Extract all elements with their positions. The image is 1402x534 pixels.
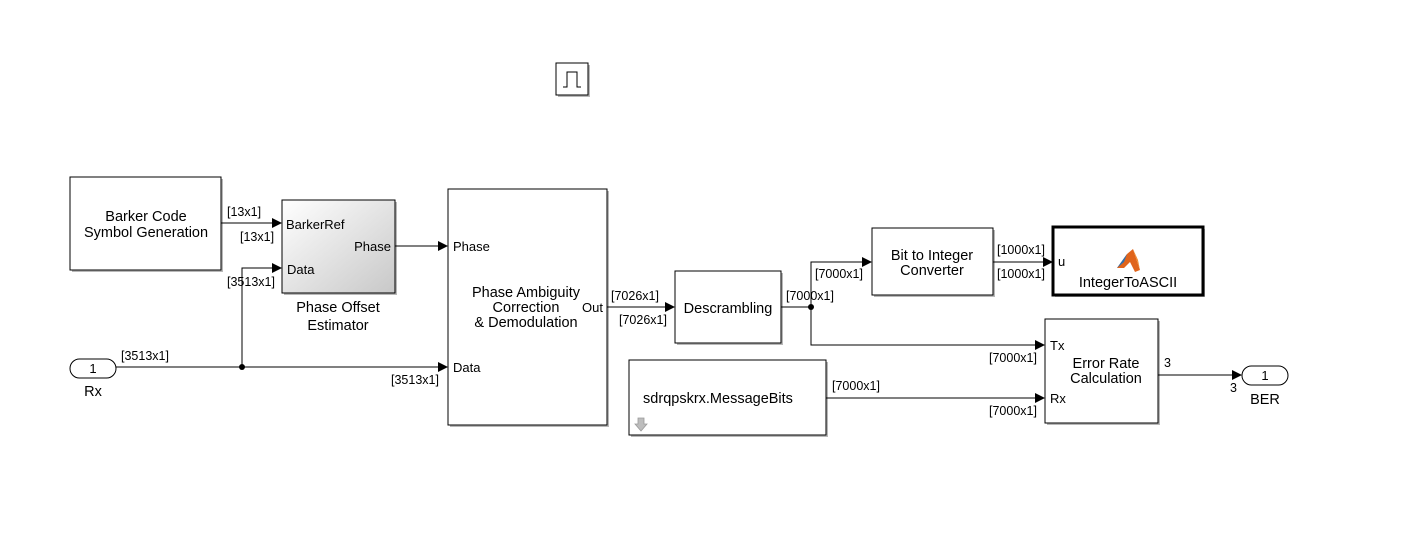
port-out: Out — [582, 300, 603, 315]
dim-err-rx: [7000x1] — [989, 404, 1037, 418]
ascii-title: IntegerToASCII — [1079, 275, 1177, 291]
phase-ambiguity-block[interactable]: Phase Data Out Phase Ambiguity Correctio… — [447, 188, 609, 427]
outport-ber-name: BER — [1250, 392, 1280, 408]
matlab-logo-icon — [1117, 249, 1140, 272]
dim-barker-out: [13x1] — [227, 205, 261, 219]
wire-to-err-tx[interactable] — [810, 307, 1045, 350]
signal-dimension-labels: [13x1] [13x1] [3513x1] [3513x1] [3513x1]… — [121, 205, 1045, 418]
pulse-icon — [563, 71, 581, 88]
barker-title-line2: Symbol Generation — [84, 225, 208, 241]
dim-ascii-in: [1000x1] — [997, 267, 1045, 281]
ambiguity-title-line1: Phase Ambiguity — [472, 285, 581, 301]
dim-rx-to-ambiguity: [3513x1] — [391, 373, 439, 387]
port-phase: Phase — [354, 239, 391, 254]
integer-to-ascii-block[interactable]: u IntegerToASCII — [1051, 225, 1205, 297]
outport-ber-number: 1 — [1261, 368, 1268, 383]
barker-title-line1: Barker Code — [105, 209, 186, 225]
descrambling-title: Descrambling — [684, 301, 773, 317]
inport-rx-number: 1 — [89, 361, 96, 376]
down-arrow-icon — [634, 417, 648, 432]
b2i-title-line2: Converter — [900, 263, 964, 279]
message-bits-title: sdrqpskrx.MessageBits — [643, 391, 793, 407]
port-barkerref: BarkerRef — [286, 217, 345, 232]
ber-in-dim: 3 — [1230, 381, 1237, 395]
message-bits-block[interactable]: sdrqpskrx.MessageBits — [628, 359, 828, 437]
dim-descr-in: [7026x1] — [619, 313, 667, 327]
dim-b2i-out: [1000x1] — [997, 243, 1045, 257]
dim-rx-branch: [3513x1] — [227, 275, 275, 289]
junction-dot-rx — [239, 364, 245, 370]
b2i-title-line1: Bit to Integer — [891, 248, 973, 264]
inport-rx[interactable]: 1 Rx — [69, 358, 117, 400]
pulse-generator-block[interactable] — [555, 62, 590, 97]
signal-lines — [116, 218, 1242, 403]
dim-err-tx: [7000x1] — [989, 351, 1037, 365]
outport-ber[interactable]: 1 BER 3 — [1230, 365, 1289, 408]
dim-ambiguity-out: [7026x1] — [611, 289, 659, 303]
port-data: Data — [287, 262, 315, 277]
port-u: u — [1058, 254, 1065, 269]
descrambling-block[interactable]: Descrambling — [674, 270, 783, 345]
port-rx: Rx — [1050, 391, 1066, 406]
phase-offset-name-line2: Estimator — [307, 318, 368, 334]
port-tx: Tx — [1050, 338, 1065, 353]
ambiguity-title-line2: Correction — [493, 300, 560, 316]
dim-msg-out: [7000x1] — [832, 379, 880, 393]
dim-barker-in: [13x1] — [240, 230, 274, 244]
port-data-in: Data — [453, 360, 481, 375]
wire-rx-branch[interactable] — [241, 263, 282, 367]
err-title-line2: Calculation — [1070, 371, 1142, 387]
bit-to-integer-block[interactable]: Bit to Integer Converter — [871, 227, 995, 297]
ambiguity-title-line3: & Demodulation — [474, 315, 577, 331]
port-phase-in: Phase — [453, 239, 490, 254]
phase-offset-estimator-block[interactable]: BarkerRef Data Phase Phase Offset Estima… — [281, 199, 397, 334]
dim-descr-out: [7000x1] — [786, 289, 834, 303]
barker-code-block[interactable]: Barker Code Symbol Generation — [69, 176, 223, 272]
dim-rx-out: [3513x1] — [121, 349, 169, 363]
inport-rx-name: Rx — [84, 384, 102, 400]
wire-to-b2i[interactable] — [810, 257, 872, 307]
err-title-line1: Error Rate — [1073, 356, 1140, 372]
phase-offset-name-line1: Phase Offset — [296, 300, 380, 316]
dim-b2i-in: [7000x1] — [815, 267, 863, 281]
err-out-dim: 3 — [1164, 356, 1171, 370]
error-rate-block[interactable]: Tx Rx Error Rate Calculation 3 — [1044, 318, 1171, 425]
